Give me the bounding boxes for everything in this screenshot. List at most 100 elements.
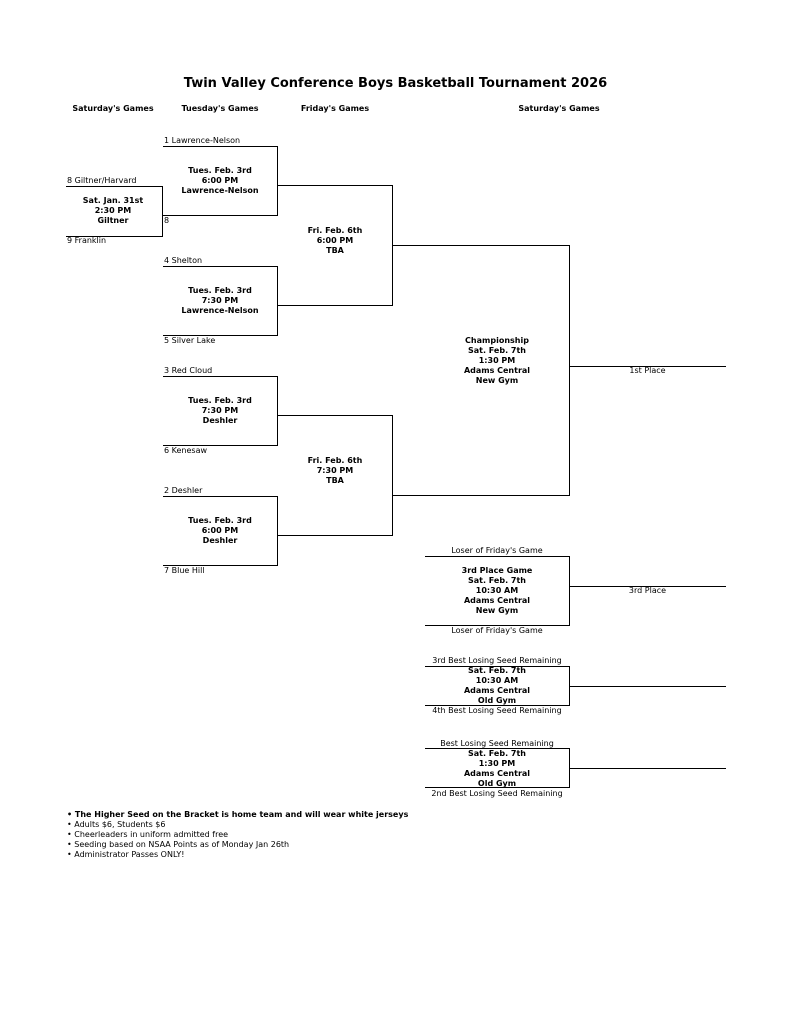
game-date: Fri. Feb. 6th — [307, 226, 363, 235]
note-item: • The Higher Seed on the Bracket is home… — [67, 810, 409, 819]
game-time: 2:30 PM — [94, 206, 132, 215]
game-site: Adams Central — [463, 769, 531, 778]
bracket-line — [569, 245, 570, 496]
game-date: Sat. Feb. 7th — [467, 346, 526, 355]
game-date: Sat. Feb. 7th — [467, 576, 526, 585]
game-info-championship: Championship Sat. Feb. 7th 1:30 PM Adams… — [425, 336, 569, 386]
bracket-line — [277, 496, 278, 566]
game-site: Adams Central — [463, 686, 531, 695]
game-time: 1:30 PM — [478, 759, 516, 768]
bracket-line — [569, 556, 570, 626]
game-date: Sat. Feb. 7th — [467, 749, 526, 758]
game-venue: New Gym — [475, 606, 519, 615]
game-info-qf3: Tues. Feb. 3rd 7:30 PM Deshler — [163, 396, 277, 426]
game-time: 7:30 PM — [201, 406, 239, 415]
team-seed-5: 5 Silver Lake — [164, 336, 216, 345]
bracket-line — [163, 146, 278, 147]
game-site: Adams Central — [463, 366, 531, 375]
game-info-qf4: Tues. Feb. 3rd 6:00 PM Deshler — [163, 516, 277, 546]
game-date: Sat. Feb. 7th — [467, 666, 526, 675]
bracket-line — [425, 625, 570, 626]
game-time: 7:30 PM — [316, 466, 354, 475]
game-site: TBA — [326, 476, 344, 485]
team-seed-2: 2 Deshler — [164, 486, 203, 495]
slot-best-losing-seed: Best Losing Seed Remaining — [440, 739, 554, 748]
game-site: Lawrence-Nelson — [181, 306, 259, 315]
game-site: Deshler — [202, 536, 238, 545]
header-saturday-finals: Saturday's Games — [518, 104, 600, 113]
header-friday-games: Friday's Games — [300, 104, 370, 113]
game-title: Championship — [465, 336, 529, 345]
game-date: Sat. Jan. 31st — [82, 196, 144, 205]
game-time: 6:00 PM — [316, 236, 354, 245]
bracket-line — [569, 768, 726, 769]
game-info-third-place: 3rd Place Game Sat. Feb. 7th 10:30 AM Ad… — [425, 566, 569, 616]
slot-3rd-best-losing-seed: 3rd Best Losing Seed Remaining — [432, 656, 562, 665]
bracket-line — [569, 586, 726, 587]
header-tuesday-games: Tuesday's Games — [181, 104, 259, 113]
game-date: Tues. Feb. 3rd — [188, 286, 252, 295]
game-site: Lawrence-Nelson — [181, 186, 259, 195]
team-seed-4: 4 Shelton — [164, 256, 203, 265]
bracket-line — [162, 187, 163, 237]
bracket-line — [163, 376, 278, 377]
team-seed-8-advance: 8 — [164, 216, 170, 225]
team-seed-3: 3 Red Cloud — [164, 366, 213, 375]
bracket-line — [163, 565, 278, 566]
game-info-sf2: Fri. Feb. 6th 7:30 PM TBA — [278, 456, 392, 486]
page-title: Twin Valley Conference Boys Basketball T… — [183, 76, 608, 91]
bracket-line — [392, 415, 393, 536]
game-site: Giltner — [97, 216, 129, 225]
bracket-line — [277, 305, 393, 306]
game-venue: New Gym — [475, 376, 519, 385]
game-time: 7:30 PM — [201, 296, 239, 305]
game-info-qf2: Tues. Feb. 3rd 7:30 PM Lawrence-Nelson — [163, 286, 277, 316]
bracket-line — [569, 366, 726, 367]
game-venue: Old Gym — [477, 779, 517, 788]
note-item: • Administrator Passes ONLY! — [67, 850, 185, 859]
team-seed-9: 9 Franklin — [67, 236, 107, 245]
note-item: • Seeding based on NSAA Points as of Mon… — [67, 840, 290, 849]
note-item: • Cheerleaders in uniform admitted free — [67, 830, 229, 839]
game-info-consolation-2: Sat. Feb. 7th 1:30 PM Adams Central Old … — [425, 749, 569, 789]
team-seed-1: 1 Lawrence-Nelson — [164, 136, 241, 145]
game-time: 10:30 AM — [475, 676, 519, 685]
bracket-line — [66, 186, 163, 187]
team-seed-6: 6 Kenesaw — [164, 446, 208, 455]
bracket-line — [277, 146, 278, 216]
bracket-line — [163, 335, 278, 336]
game-info-play-in: Sat. Jan. 31st 2:30 PM Giltner — [63, 196, 163, 226]
game-time: 10:30 AM — [475, 586, 519, 595]
game-info-sf1: Fri. Feb. 6th 6:00 PM TBA — [278, 226, 392, 256]
slot-loser-bottom: Loser of Friday's Game — [451, 626, 543, 635]
game-time: 6:00 PM — [201, 176, 239, 185]
game-site: TBA — [326, 246, 344, 255]
game-time: 6:00 PM — [201, 526, 239, 535]
slot-4th-best-losing-seed: 4th Best Losing Seed Remaining — [432, 706, 562, 715]
game-venue: Old Gym — [477, 696, 517, 705]
third-place-label: 3rd Place — [628, 586, 667, 595]
bracket-line — [425, 666, 570, 667]
game-time: 1:30 PM — [478, 356, 516, 365]
game-title: 3rd Place Game — [461, 566, 533, 575]
bracket-line — [66, 236, 163, 237]
game-site: Deshler — [202, 416, 238, 425]
bracket-line — [425, 787, 570, 788]
bracket-line — [163, 266, 278, 267]
bracket-line — [277, 535, 393, 536]
game-info-qf1: Tues. Feb. 3rd 6:00 PM Lawrence-Nelson — [163, 166, 277, 196]
game-date: Tues. Feb. 3rd — [188, 516, 252, 525]
bracket-line — [277, 376, 278, 446]
bracket-line — [163, 496, 278, 497]
bracket-line — [163, 445, 278, 446]
note-item: • Adults $6, Students $6 — [67, 820, 166, 829]
notes-list: • The Higher Seed on the Bracket is home… — [67, 810, 408, 860]
bracket-line — [277, 415, 393, 416]
bracket-line — [277, 185, 393, 186]
bracket-line — [425, 556, 570, 557]
bracket-line — [569, 686, 726, 687]
game-site: Adams Central — [463, 596, 531, 605]
first-place-label: 1st Place — [629, 366, 666, 375]
bracket-line — [425, 705, 570, 706]
slot-loser-top: Loser of Friday's Game — [451, 546, 543, 555]
